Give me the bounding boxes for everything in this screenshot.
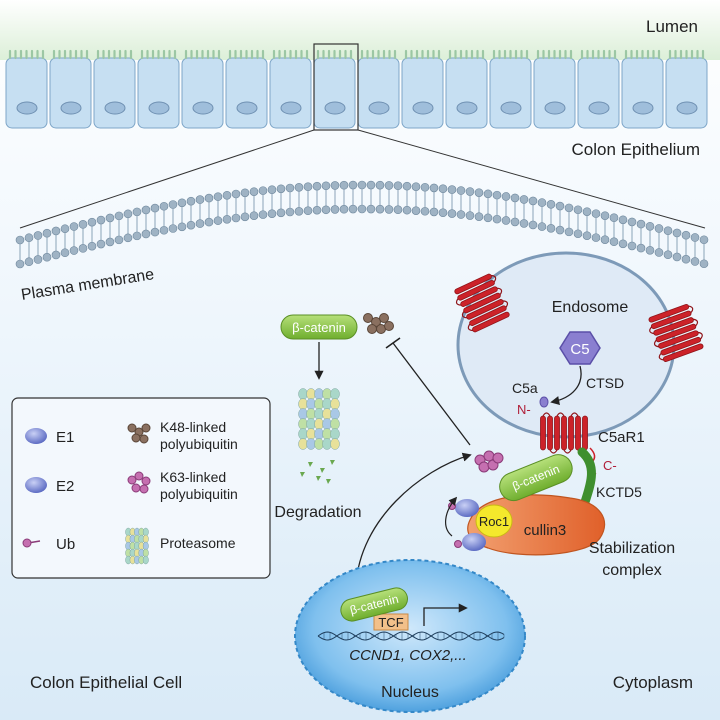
stabilization-label-2: complex [602, 562, 662, 579]
c-terminus-label: C- [603, 458, 617, 473]
degradation-fragments [300, 460, 335, 484]
tcf-label: TCF [378, 615, 403, 630]
epithelium-cell [137, 49, 180, 129]
epithelium-cell [577, 49, 620, 129]
proteasome-main [298, 388, 340, 450]
roc1-shape [475, 504, 513, 538]
c5-label: C5 [570, 341, 589, 358]
c5-hexagon [559, 331, 601, 365]
colon-epithelium-label: Colon Epithelium [571, 140, 700, 159]
legend-k48-label-2: polyubiquitin [160, 436, 238, 452]
kctd5-shape [577, 447, 596, 507]
tcf-box [373, 613, 409, 631]
legend-k48-icon [127, 423, 151, 444]
lumen-label: Lumen [646, 17, 698, 36]
legend-k63-label-2: polyubiquitin [160, 486, 238, 502]
receptor-right [648, 304, 704, 362]
transcription-arrow [423, 603, 468, 626]
epithelium-cell [401, 49, 444, 129]
colon-epithelial-cell-label: Colon Epithelial Cell [30, 673, 182, 692]
plasma-membrane [15, 180, 709, 269]
epithelium-cell [269, 49, 312, 129]
legend-proteasome-icon [125, 527, 149, 565]
stabilization-label-1: Stabilization [589, 540, 675, 557]
epithelium-cell [93, 49, 136, 129]
legend-box: E1 E2 Ub K48-linked polyubiquitin K63-li… [11, 397, 271, 579]
ub-on-e2 [454, 540, 462, 548]
zoom-line-left [19, 129, 315, 229]
beta-catenin-free [280, 314, 358, 340]
legend-e2-label: E2 [56, 478, 74, 495]
c5ar1-label: C5aR1 [598, 429, 645, 446]
epithelium-cell [5, 49, 48, 129]
beta-catenin-free-label: β-catenin [292, 320, 346, 335]
degradation-label: Degradation [274, 504, 361, 521]
inhibition-line [392, 342, 471, 446]
receptor-top-left [454, 273, 510, 333]
e2-protein-complex [462, 533, 486, 551]
epithelium-cell [49, 49, 92, 129]
legend-k63-label-1: K63-linked [160, 469, 226, 485]
cytoplasm-label: Cytoplasm [613, 673, 693, 692]
k63-chain-complex [474, 450, 504, 473]
ctsd-label: CTSD [586, 375, 624, 391]
zoom-box [313, 43, 359, 131]
c5ar1-receptor [540, 412, 588, 454]
c5-cleavage-arrow [550, 365, 582, 406]
epithelium-cell [621, 49, 664, 129]
legend-e1-icon [25, 428, 47, 444]
legend-e1-label: E1 [56, 429, 74, 446]
roc1-label: Roc1 [479, 514, 509, 529]
target-genes-label: CCND1, COX2,... [349, 647, 467, 664]
e1-protein-complex [455, 499, 479, 517]
inhibition-bar [385, 337, 401, 349]
c5a-ligand [539, 396, 549, 408]
legend-ub-label: Ub [56, 536, 75, 553]
n-terminus-label: N- [517, 402, 531, 417]
epithelium-cell [181, 49, 224, 129]
nucleus [294, 559, 526, 713]
legend-k48-label-1: K48-linked [160, 419, 226, 435]
legend-ub-icon [22, 538, 41, 548]
zoom-line-right [357, 129, 706, 229]
epithelium-cell [489, 49, 532, 129]
nucleus-label: Nucleus [381, 684, 439, 701]
c5a-label: C5a [512, 380, 538, 396]
epithelium-cell-row [5, 49, 708, 129]
epithelium-cell [357, 49, 400, 129]
legend-proteasome-label: Proteasome [160, 535, 236, 551]
dna-helix [317, 631, 505, 641]
epithelium-cell [533, 49, 576, 129]
k48-chain-free [363, 313, 394, 334]
epithelium-cell [225, 49, 268, 129]
legend-k63-icon [127, 471, 151, 494]
nuclear-translocation-arrow [351, 452, 472, 587]
endosome-label: Endosome [552, 299, 629, 316]
epithelium-cell [445, 49, 488, 129]
epithelium-cell [665, 49, 708, 129]
legend-e2-icon [25, 477, 47, 493]
kctd5-label: KCTD5 [596, 484, 642, 500]
cullin3-label: cullin3 [524, 522, 567, 539]
epithelium-cell [313, 49, 356, 129]
